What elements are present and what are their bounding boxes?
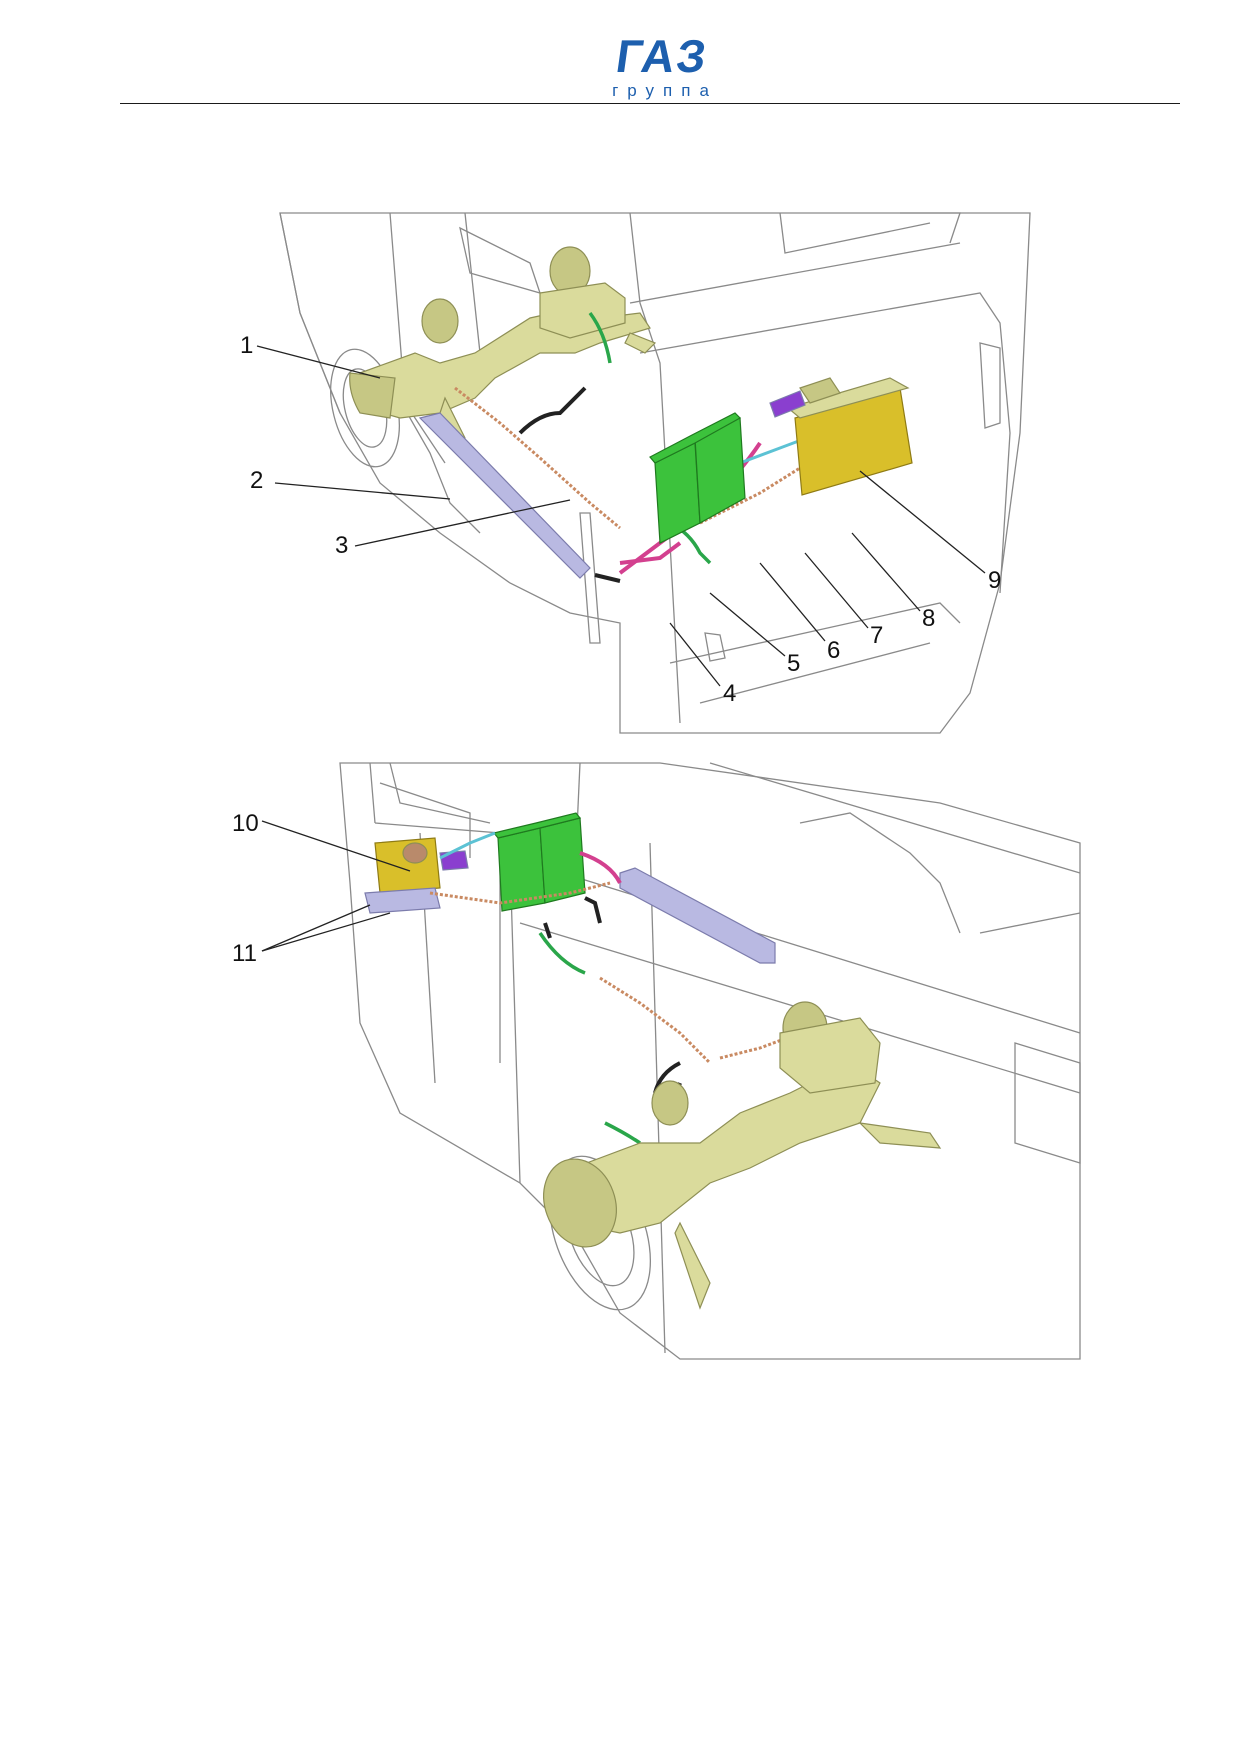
svg-text:11: 11 [232,940,257,967]
frame-beam [619,867,776,964]
gaz-group-logo: ГАЗ группа [612,30,718,100]
callout-7: 7 [804,552,883,649]
svg-text:5: 5 [787,650,800,677]
battery-pack [492,812,586,912]
battery-pack [649,412,746,544]
svg-text:2: 2 [250,467,263,494]
svg-text:10: 10 [232,810,259,837]
expansion-tank [799,377,841,404]
svg-text:ГАЗ: ГАЗ [613,30,711,82]
callout-3: 3 [335,499,571,559]
svg-text:7: 7 [870,622,883,649]
diagram-rear-view: 1 2 3 4 5 6 7 8 9 [240,212,1031,734]
callout-8: 8 [851,532,935,632]
callout-5: 5 [709,592,800,677]
bus-body-outline [279,212,1031,734]
svg-text:1: 1 [240,332,253,359]
svg-text:3: 3 [335,532,348,559]
svg-text:6: 6 [827,637,840,664]
logo-mark: ГАЗ [613,30,711,82]
callout-6: 6 [759,562,840,664]
front-axle-assembly [543,1001,942,1310]
callout-1: 1 [240,332,381,379]
logo-subtitle: группа [612,81,718,100]
rear-axle-assembly [349,246,657,450]
callout-4: 4 [669,622,736,707]
callout-10: 10 [232,810,411,872]
callout-9: 9 [859,470,1001,594]
diagram-side-view: 10 11 [232,762,1081,1360]
front-equipment-cluster [364,837,469,914]
svg-text:9: 9 [988,567,1001,594]
callout-2: 2 [250,467,451,500]
svg-text:8: 8 [922,605,935,632]
callout-11: 11 [232,904,391,967]
radiator-unit [769,377,913,496]
header-rule [120,103,1180,104]
frame-beam [418,412,591,579]
svg-text:4: 4 [723,680,736,707]
